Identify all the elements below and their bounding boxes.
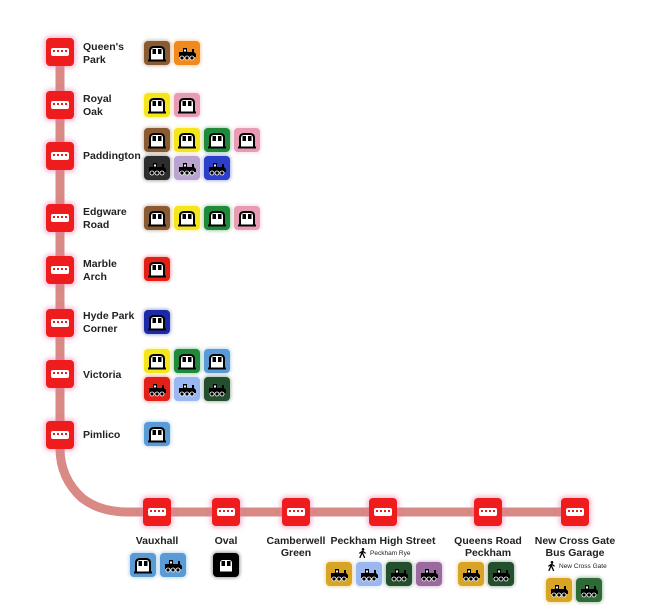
stop-marker-hyde-park-corner[interactable] bbox=[46, 309, 74, 337]
tube-icon bbox=[234, 128, 260, 152]
tube-icon bbox=[174, 128, 200, 152]
stop-label-new-cross-gate-bus-garage: New Cross Gate Bus Garage bbox=[534, 535, 616, 559]
stop-marker-edgware-road[interactable] bbox=[46, 204, 74, 232]
train-icon bbox=[576, 578, 602, 602]
walk-note-label: Peckham Rye bbox=[370, 549, 411, 557]
stop-marker-new-cross-gate-bus-garage[interactable] bbox=[561, 498, 589, 526]
bus-icon bbox=[374, 508, 392, 516]
tube-icon bbox=[144, 206, 170, 230]
stop-marker-vauxhall[interactable] bbox=[143, 498, 171, 526]
stop-label-vauxhall: Vauxhall bbox=[135, 535, 179, 547]
stop-marker-victoria[interactable] bbox=[46, 360, 74, 388]
bus-icon bbox=[566, 508, 584, 516]
train-icon bbox=[174, 41, 200, 65]
tube-icon bbox=[144, 128, 170, 152]
train-icon bbox=[386, 562, 412, 586]
bus-icon bbox=[51, 370, 69, 378]
tube-icon bbox=[174, 206, 200, 230]
stop-label-hyde-park-corner: Hyde Park Corner bbox=[83, 310, 135, 335]
tube-icon bbox=[144, 93, 170, 117]
train-icon bbox=[160, 553, 186, 577]
interchanges-victoria bbox=[144, 349, 236, 401]
tube-icon bbox=[144, 349, 170, 373]
bus-icon bbox=[287, 508, 305, 516]
tube-icon bbox=[204, 128, 230, 152]
bus-icon bbox=[479, 508, 497, 516]
tube-icon bbox=[144, 257, 170, 281]
train-icon bbox=[204, 156, 230, 180]
interchanges-hyde-park-corner bbox=[144, 310, 264, 334]
interchanges-paddington bbox=[144, 128, 266, 180]
stop-marker-paddington[interactable] bbox=[46, 142, 74, 170]
tube-icon bbox=[144, 422, 170, 446]
stop-label-queens-road-peckham: Queens Road Peckham bbox=[454, 535, 522, 559]
train-icon bbox=[546, 578, 572, 602]
train-icon bbox=[458, 562, 484, 586]
tube-icon bbox=[144, 41, 170, 65]
walk-note-new-cross-gate: New Cross Gate bbox=[547, 561, 607, 571]
walk-note-label: New Cross Gate bbox=[559, 562, 607, 570]
train-icon bbox=[144, 156, 170, 180]
stop-label-edgware-road: Edgware Road bbox=[83, 206, 127, 231]
train-icon bbox=[488, 562, 514, 586]
stop-marker-queens-road-peckham[interactable] bbox=[474, 498, 502, 526]
train-icon bbox=[174, 156, 200, 180]
interchanges-new-cross-gate-bus-garage bbox=[546, 578, 606, 602]
train-icon bbox=[144, 377, 170, 401]
train-icon bbox=[174, 377, 200, 401]
bus-icon bbox=[51, 214, 69, 222]
interchanges-pimlico bbox=[144, 422, 264, 446]
stop-label-paddington: Paddington bbox=[83, 150, 141, 162]
stop-marker-royal-oak[interactable] bbox=[46, 91, 74, 119]
stop-label-peckham-high-street: Peckham High Street bbox=[330, 535, 436, 547]
stop-label-oval: Oval bbox=[214, 535, 238, 547]
bus-icon bbox=[51, 101, 69, 109]
stop-marker-peckham-high-street[interactable] bbox=[369, 498, 397, 526]
tube-icon bbox=[204, 206, 230, 230]
tube-icon bbox=[130, 553, 156, 577]
tube-icon bbox=[204, 349, 230, 373]
stop-marker-pimlico[interactable] bbox=[46, 421, 74, 449]
walking-person-icon bbox=[548, 561, 555, 571]
stop-label-victoria: Victoria bbox=[83, 369, 122, 381]
bus-icon bbox=[51, 266, 69, 274]
interchanges-marble-arch bbox=[144, 257, 264, 281]
train-icon bbox=[326, 562, 352, 586]
interchanges-edgware-road bbox=[144, 206, 266, 230]
stop-marker-oval[interactable] bbox=[212, 498, 240, 526]
interchanges-royal-oak bbox=[144, 93, 264, 117]
tube-icon bbox=[213, 553, 239, 577]
bus-icon bbox=[51, 431, 69, 439]
interchanges-queens-park bbox=[144, 41, 264, 65]
tube-icon bbox=[234, 206, 260, 230]
train-icon bbox=[356, 562, 382, 586]
interchanges-vauxhall bbox=[130, 553, 190, 577]
train-icon bbox=[416, 562, 442, 586]
train-icon bbox=[204, 377, 230, 401]
bus-icon bbox=[51, 48, 69, 56]
interchanges-oval bbox=[213, 553, 243, 577]
stop-marker-queens-park[interactable] bbox=[46, 38, 74, 66]
interchanges-peckham-high-street bbox=[326, 562, 448, 586]
stop-label-royal-oak: Royal Oak bbox=[83, 93, 112, 118]
stop-marker-marble-arch[interactable] bbox=[46, 256, 74, 284]
tube-icon bbox=[174, 349, 200, 373]
stop-label-queens-park: Queen's Park bbox=[83, 41, 125, 66]
walk-note-peckham-rye: Peckham Rye bbox=[358, 548, 410, 558]
stop-marker-camberwell-green[interactable] bbox=[282, 498, 310, 526]
bus-icon bbox=[217, 508, 235, 516]
bus-icon bbox=[148, 508, 166, 516]
bus-icon bbox=[51, 319, 69, 327]
tube-icon bbox=[174, 93, 200, 117]
walking-person-icon bbox=[359, 548, 366, 558]
stop-label-camberwell-green: Camberwell Green bbox=[266, 535, 326, 559]
bus-icon bbox=[51, 152, 69, 160]
stop-label-marble-arch: Marble Arch bbox=[83, 258, 117, 283]
stop-label-pimlico: Pimlico bbox=[83, 429, 121, 441]
interchanges-queens-road-peckham bbox=[458, 562, 518, 586]
tube-icon bbox=[144, 310, 170, 334]
